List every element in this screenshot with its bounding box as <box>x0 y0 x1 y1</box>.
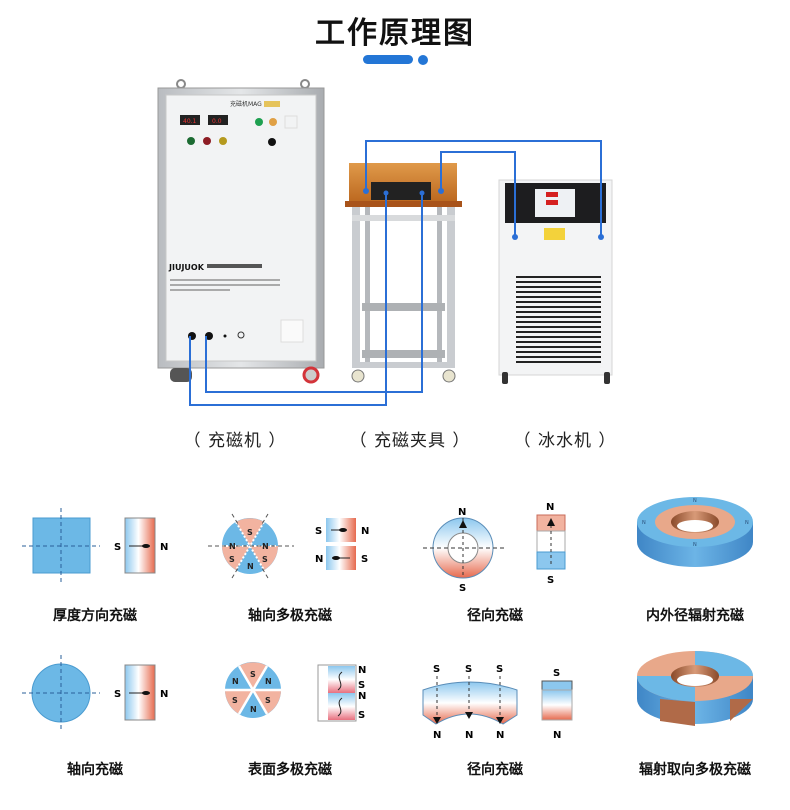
panel-badge <box>264 101 280 107</box>
power-cable-1 <box>189 193 387 406</box>
svg-text:S: S <box>229 555 235 564</box>
svg-text:N: N <box>247 562 254 571</box>
svg-text:S: S <box>114 542 121 553</box>
svg-text:S: S <box>358 680 365 691</box>
caster <box>442 369 456 383</box>
caster-red <box>302 366 320 384</box>
magnetizing-fixture <box>345 163 462 383</box>
caption-magnetizer: （ 充磁机 ） <box>183 431 287 451</box>
power-cable-2 <box>205 193 423 393</box>
svg-text:S: S <box>358 710 365 721</box>
label-axial-magnetization: 轴向充磁 <box>67 762 123 778</box>
vent-grille <box>516 276 601 363</box>
svg-text:N: N <box>553 730 561 741</box>
water-chiller <box>498 179 613 384</box>
svg-text:N: N <box>262 542 269 551</box>
svg-text:S: S <box>232 696 238 705</box>
label-thickness-magnetization: 厚度方向充磁 <box>53 608 137 624</box>
diagram-radial-ring: N S N S <box>423 502 566 594</box>
svg-text:S: S <box>265 696 271 705</box>
svg-text:N: N <box>465 730 473 741</box>
svg-text:N: N <box>358 691 366 702</box>
connection-lines <box>189 140 602 406</box>
equipment-diagram: 充磁机MAG 40.1 0.0 JIUJUOK <box>157 79 613 406</box>
svg-text:S: S <box>553 668 560 679</box>
lifting-eye <box>300 79 310 89</box>
indicator-yellow <box>219 137 227 145</box>
svg-text:S: S <box>496 664 503 675</box>
water-line-outer <box>365 140 602 237</box>
svg-text:N: N <box>265 677 272 686</box>
svg-text:S: S <box>433 664 440 675</box>
svg-text:S: S <box>262 555 268 564</box>
diagram-thickness-magnetization: S N <box>22 508 168 582</box>
caption-chiller: （ 冰水机 ） <box>513 431 617 451</box>
warning-label <box>544 228 565 240</box>
svg-text:40.1: 40.1 <box>183 118 197 125</box>
label-axial-multipole: 轴向多极充磁 <box>248 608 332 624</box>
svg-text:S: S <box>547 575 554 586</box>
water-line-inner <box>440 151 516 237</box>
svg-text:N: N <box>693 498 697 504</box>
label-radial-multipole-ring: 辐射取向多极充磁 <box>639 762 751 778</box>
svg-text:N: N <box>458 507 466 518</box>
svg-text:S: S <box>465 664 472 675</box>
lifting-eye <box>176 79 186 89</box>
label-inner-outer-radial: 内外径辐射充磁 <box>646 608 744 624</box>
panel-title: 充磁机MAG <box>230 100 262 108</box>
svg-text:S: S <box>315 526 322 537</box>
page-title: 工作原理图 <box>315 16 475 51</box>
svg-text:N: N <box>546 502 554 513</box>
brand-logo: JIUJUOK <box>168 263 205 272</box>
diagram-axial-magnetization: S N <box>22 655 168 732</box>
title-underline <box>363 55 413 64</box>
label-radial-arc: 径向充磁 <box>467 762 523 778</box>
svg-text:N: N <box>160 689 168 700</box>
svg-text:N: N <box>496 730 504 741</box>
diagram-inner-outer-radial: N N N N <box>637 497 753 567</box>
svg-text:N: N <box>250 705 257 714</box>
title-dot <box>418 55 428 65</box>
svg-text:N: N <box>693 542 697 548</box>
switch-green <box>255 118 263 126</box>
svg-text:S: S <box>361 554 368 565</box>
svg-text:N: N <box>642 520 646 526</box>
svg-text:S: S <box>250 670 256 679</box>
svg-text:N: N <box>229 542 236 551</box>
svg-text:N: N <box>745 520 749 526</box>
svg-text:N: N <box>232 677 239 686</box>
key-switch <box>268 138 276 146</box>
diagram-radial-multipole-ring <box>637 651 753 726</box>
label-radial-ring: 径向充磁 <box>467 608 523 624</box>
svg-text:N: N <box>160 542 168 553</box>
svg-text:N: N <box>361 526 369 537</box>
svg-text:N: N <box>433 730 441 741</box>
svg-text:S: S <box>459 583 466 594</box>
caster <box>604 372 610 384</box>
svg-text:N: N <box>315 554 323 565</box>
caster <box>502 372 508 384</box>
svg-text:S: S <box>247 528 253 537</box>
indicator-green <box>187 137 195 145</box>
svg-text:S: S <box>114 689 121 700</box>
power-socket <box>280 319 304 343</box>
diagram-radial-arc: S S S N N N S N <box>422 664 573 741</box>
display-1 <box>180 115 200 125</box>
display-2 <box>208 115 228 125</box>
caster <box>351 369 365 383</box>
magnetizer-machine: 充磁机MAG 40.1 0.0 JIUJUOK <box>157 79 325 384</box>
label-surface-multipole: 表面多极充磁 <box>248 762 332 778</box>
svg-text:0.0: 0.0 <box>212 118 222 125</box>
caster <box>170 368 192 382</box>
indicator-red <box>203 137 211 145</box>
caption-fixture: （ 充磁夹具 ） <box>349 431 471 451</box>
svg-text:N: N <box>358 665 366 676</box>
switch-orange <box>269 118 277 126</box>
